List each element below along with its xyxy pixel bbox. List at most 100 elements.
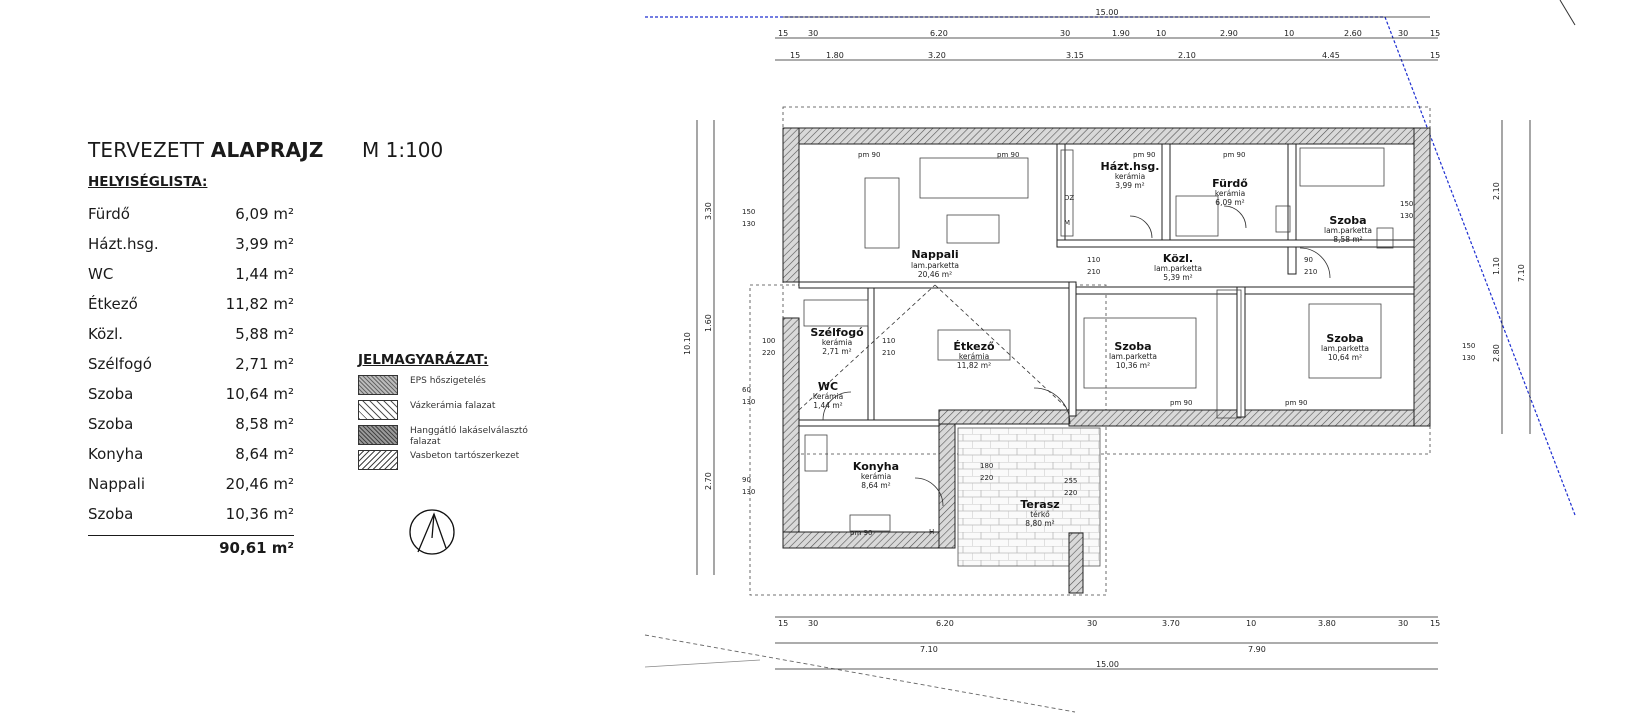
room-floor: kerámia	[813, 392, 843, 401]
dim-label: 10	[1156, 29, 1166, 38]
fixture-h: H	[929, 528, 934, 536]
dim-label: 15	[1430, 29, 1440, 38]
opening-label: pm 90	[850, 529, 872, 537]
room-list-item: Fürdő 6,09 m²	[88, 205, 294, 235]
opening-label: 130	[1400, 212, 1413, 220]
dim-label: 10	[1284, 29, 1294, 38]
room-list-name: Szoba	[88, 415, 134, 433]
room-area: 10,64 m²	[1328, 353, 1362, 362]
dim-label: 2.70	[704, 472, 713, 490]
dim-label: 4.45	[1322, 51, 1340, 60]
dim-label: 1.60	[704, 314, 713, 332]
legend-swatch-vazkeramia	[358, 400, 398, 420]
dim-label: 7.10	[920, 645, 938, 654]
room-floor: kerámia	[822, 338, 852, 347]
room-list-total: 90,61 m²	[219, 539, 294, 557]
room-list-heading: HELYISÉGLISTA:	[88, 174, 208, 190]
dim-label: 15	[1430, 619, 1440, 628]
legend-heading: JELMAGYARÁZAT:	[358, 352, 489, 368]
room-floor: lam.parketta	[1321, 344, 1369, 353]
dim-label: 2.80	[1492, 344, 1501, 362]
exterior-walls	[782, 127, 1431, 594]
room-terasz: Terasz térkő 8,80 m²	[1020, 498, 1059, 528]
opening-label: 210	[882, 349, 895, 357]
dim-label: 3.80	[1318, 619, 1336, 628]
room-name: Szoba	[1326, 332, 1363, 345]
room-name: Étkező	[953, 340, 995, 353]
opening-label: 110	[1087, 256, 1100, 264]
room-area: 3,99 m²	[1115, 181, 1144, 190]
room-name: Konyha	[853, 460, 899, 473]
room-szoba-ne: Szoba lam.parketta 8,58 m²	[1324, 214, 1372, 244]
opening-label: 150	[1400, 200, 1413, 208]
opening-label: 100	[762, 337, 775, 345]
legend-item: EPS hőszigetelés	[358, 375, 538, 400]
dim-left-total: 10.10	[683, 332, 692, 355]
room-list-name: Házt.hsg.	[88, 235, 159, 253]
dim-label: 1.90	[1112, 29, 1130, 38]
room-floor: kerámia	[1115, 172, 1145, 181]
opening-label: 60	[742, 386, 751, 394]
opening-label: 130	[742, 398, 755, 406]
room-name: Házt.hsg.	[1101, 160, 1160, 173]
opening-label: 220	[762, 349, 775, 357]
room-list-area: 2,71 m²	[235, 355, 294, 373]
legend-label: Hanggátló lakáselválasztó falazat	[410, 426, 528, 447]
room-list-name: Konyha	[88, 445, 144, 463]
dim-label: 2.60	[1344, 29, 1362, 38]
room-list-name: Étkező	[88, 295, 138, 313]
room-name: WC	[818, 380, 838, 393]
opening-label: 130	[742, 488, 755, 496]
room-list-area: 6,09 m²	[235, 205, 294, 223]
legend-swatch-hanggatlo	[358, 425, 398, 445]
room-list-name: Nappali	[88, 475, 145, 493]
room-name: Szoba	[1329, 214, 1366, 227]
room-etkezo: Étkező kerámia 11,82 m²	[953, 340, 995, 370]
opening-label: 110	[882, 337, 895, 345]
room-floor: lam.parketta	[1154, 264, 1202, 273]
fixture-dz: DZ	[1064, 194, 1074, 202]
plan-title: TERVEZETT ALAPRAJZ	[88, 138, 324, 162]
dim-label: 2.10	[1492, 182, 1501, 200]
room-floor: térkő	[1030, 510, 1050, 519]
legend-item: Vázkerámia falazat	[358, 400, 538, 425]
opening-label: 130	[1462, 354, 1475, 362]
room-floor: lam.parketta	[911, 261, 959, 270]
dim-label: 15	[790, 51, 800, 60]
opening-labels: pm 90 pm 90 pm 90 pm 90 pm 90 pm 90 pm 9…	[742, 151, 1475, 537]
room-list-name: Szoba	[88, 385, 134, 403]
total-divider	[88, 535, 294, 536]
room-list-name: Szoba	[88, 505, 134, 523]
room-list-area: 20,46 m²	[225, 475, 294, 493]
door-swings	[822, 205, 1331, 507]
dimension-texts: 15.00 15 30 6.20 30 1.90 10 2.90 10 2.60…	[683, 8, 1526, 669]
room-area: 8,80 m²	[1025, 519, 1054, 528]
dimension-lines	[696, 16, 1531, 670]
opening-label: pm 90	[997, 151, 1019, 159]
room-area: 8,58 m²	[1333, 235, 1362, 244]
dim-label: 30	[1398, 619, 1408, 628]
room-list-name: Közl.	[88, 325, 124, 343]
dim-label: 3.30	[704, 202, 713, 220]
legend-label: Vázkerámia falazat	[410, 401, 496, 411]
room-floor: kerámia	[959, 352, 989, 361]
room-szoba-se: Szoba lam.parketta 10,64 m²	[1321, 332, 1369, 362]
room-name: Terasz	[1020, 498, 1059, 511]
legend-label: Vasbeton tartószerkezet	[410, 451, 520, 461]
dim-label: 6.20	[936, 619, 954, 628]
room-floor: lam.parketta	[1324, 226, 1372, 235]
room-name: Szoba	[1114, 340, 1151, 353]
room-name: Nappali	[911, 248, 958, 261]
room-list-name: Fürdő	[88, 205, 130, 223]
dim-label: 7.90	[1248, 645, 1266, 654]
dim-label: 1.10	[1492, 257, 1501, 275]
dim-label: 10	[1246, 619, 1256, 628]
room-furdo: Fürdő kerámia 6,09 m²	[1212, 177, 1248, 207]
room-name: Szélfogó	[810, 326, 864, 339]
